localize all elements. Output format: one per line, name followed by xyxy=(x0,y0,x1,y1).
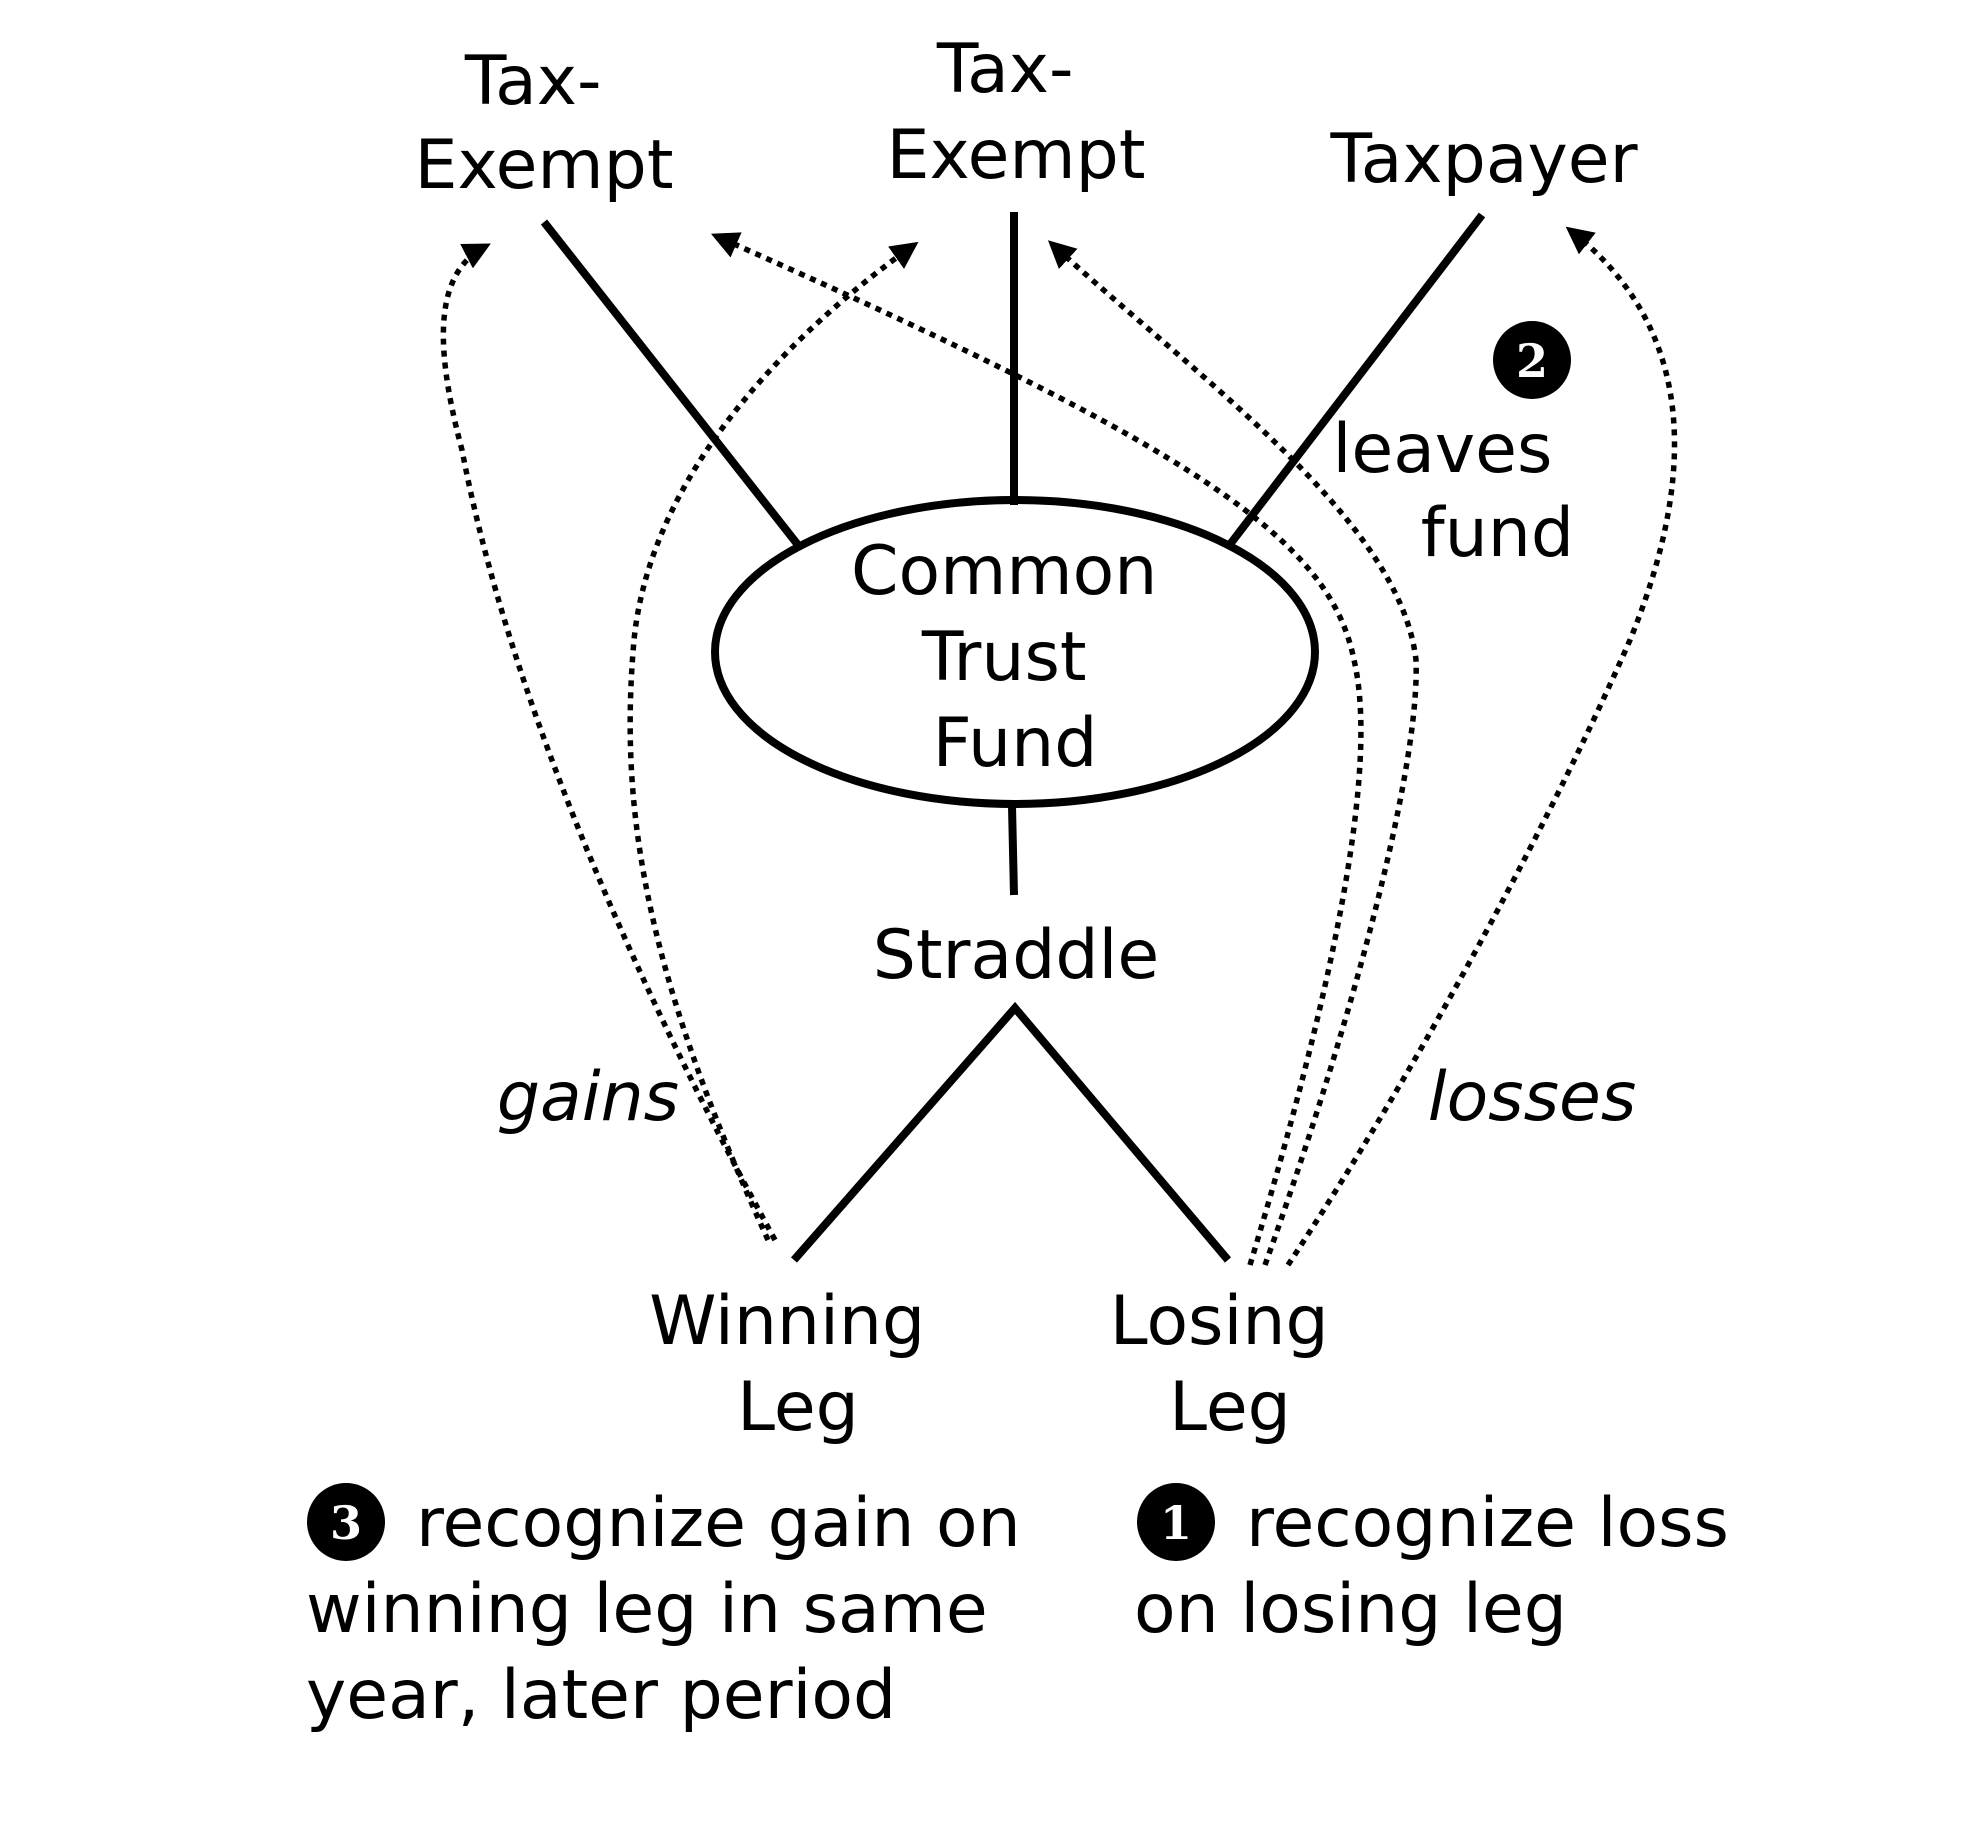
step-1-badge xyxy=(1137,1483,1215,1561)
arrow-losses-to-tax-exempt-left xyxy=(710,232,1364,1266)
edge-fund-to-straddle xyxy=(1008,805,1018,896)
step-2-number: 2 xyxy=(1516,334,1548,388)
arrow-losses-to-tax-exempt-middle xyxy=(1047,240,1419,1266)
step-1-text: recognize loss on losing leg xyxy=(1134,1484,1751,1649)
step-3-text: recognize gain on winning leg in same ye… xyxy=(306,1484,1042,1735)
arrow-gains-to-tax-exempt-middle xyxy=(627,241,919,1242)
arrow-gains-to-tax-exempt-left xyxy=(440,243,778,1242)
losses-label: losses xyxy=(1428,1058,1637,1137)
step-3-badge xyxy=(307,1483,385,1561)
edge-tax-exempt-left-to-fund xyxy=(540,219,802,548)
gains-label: gains xyxy=(497,1058,679,1137)
straddle-label: Straddle xyxy=(873,916,1160,995)
step-2-badge xyxy=(1493,321,1571,399)
tax-exempt-middle-label: Tax- Exempt xyxy=(886,30,1145,195)
edge-taxpayer-to-fund xyxy=(1224,212,1486,550)
step-3-number: 3 xyxy=(330,1496,362,1550)
taxpayer-label: Taxpayer xyxy=(1329,120,1637,199)
common-trust-fund-ellipse xyxy=(711,496,1319,808)
step-2-text: leaves fund xyxy=(1332,410,1574,573)
winning-leg-label: Winning Leg xyxy=(649,1282,947,1447)
arrow-losses-to-taxpayer xyxy=(1285,226,1678,1267)
common-trust-fund-label: Common Trust Fund xyxy=(851,532,1179,783)
losing-leg-label: Losing Leg xyxy=(1110,1282,1351,1447)
tax-exempt-left-label: Tax- Exempt xyxy=(414,42,673,205)
edge-straddle-legs xyxy=(790,1001,1232,1263)
step-1-number: 1 xyxy=(1160,1496,1192,1550)
